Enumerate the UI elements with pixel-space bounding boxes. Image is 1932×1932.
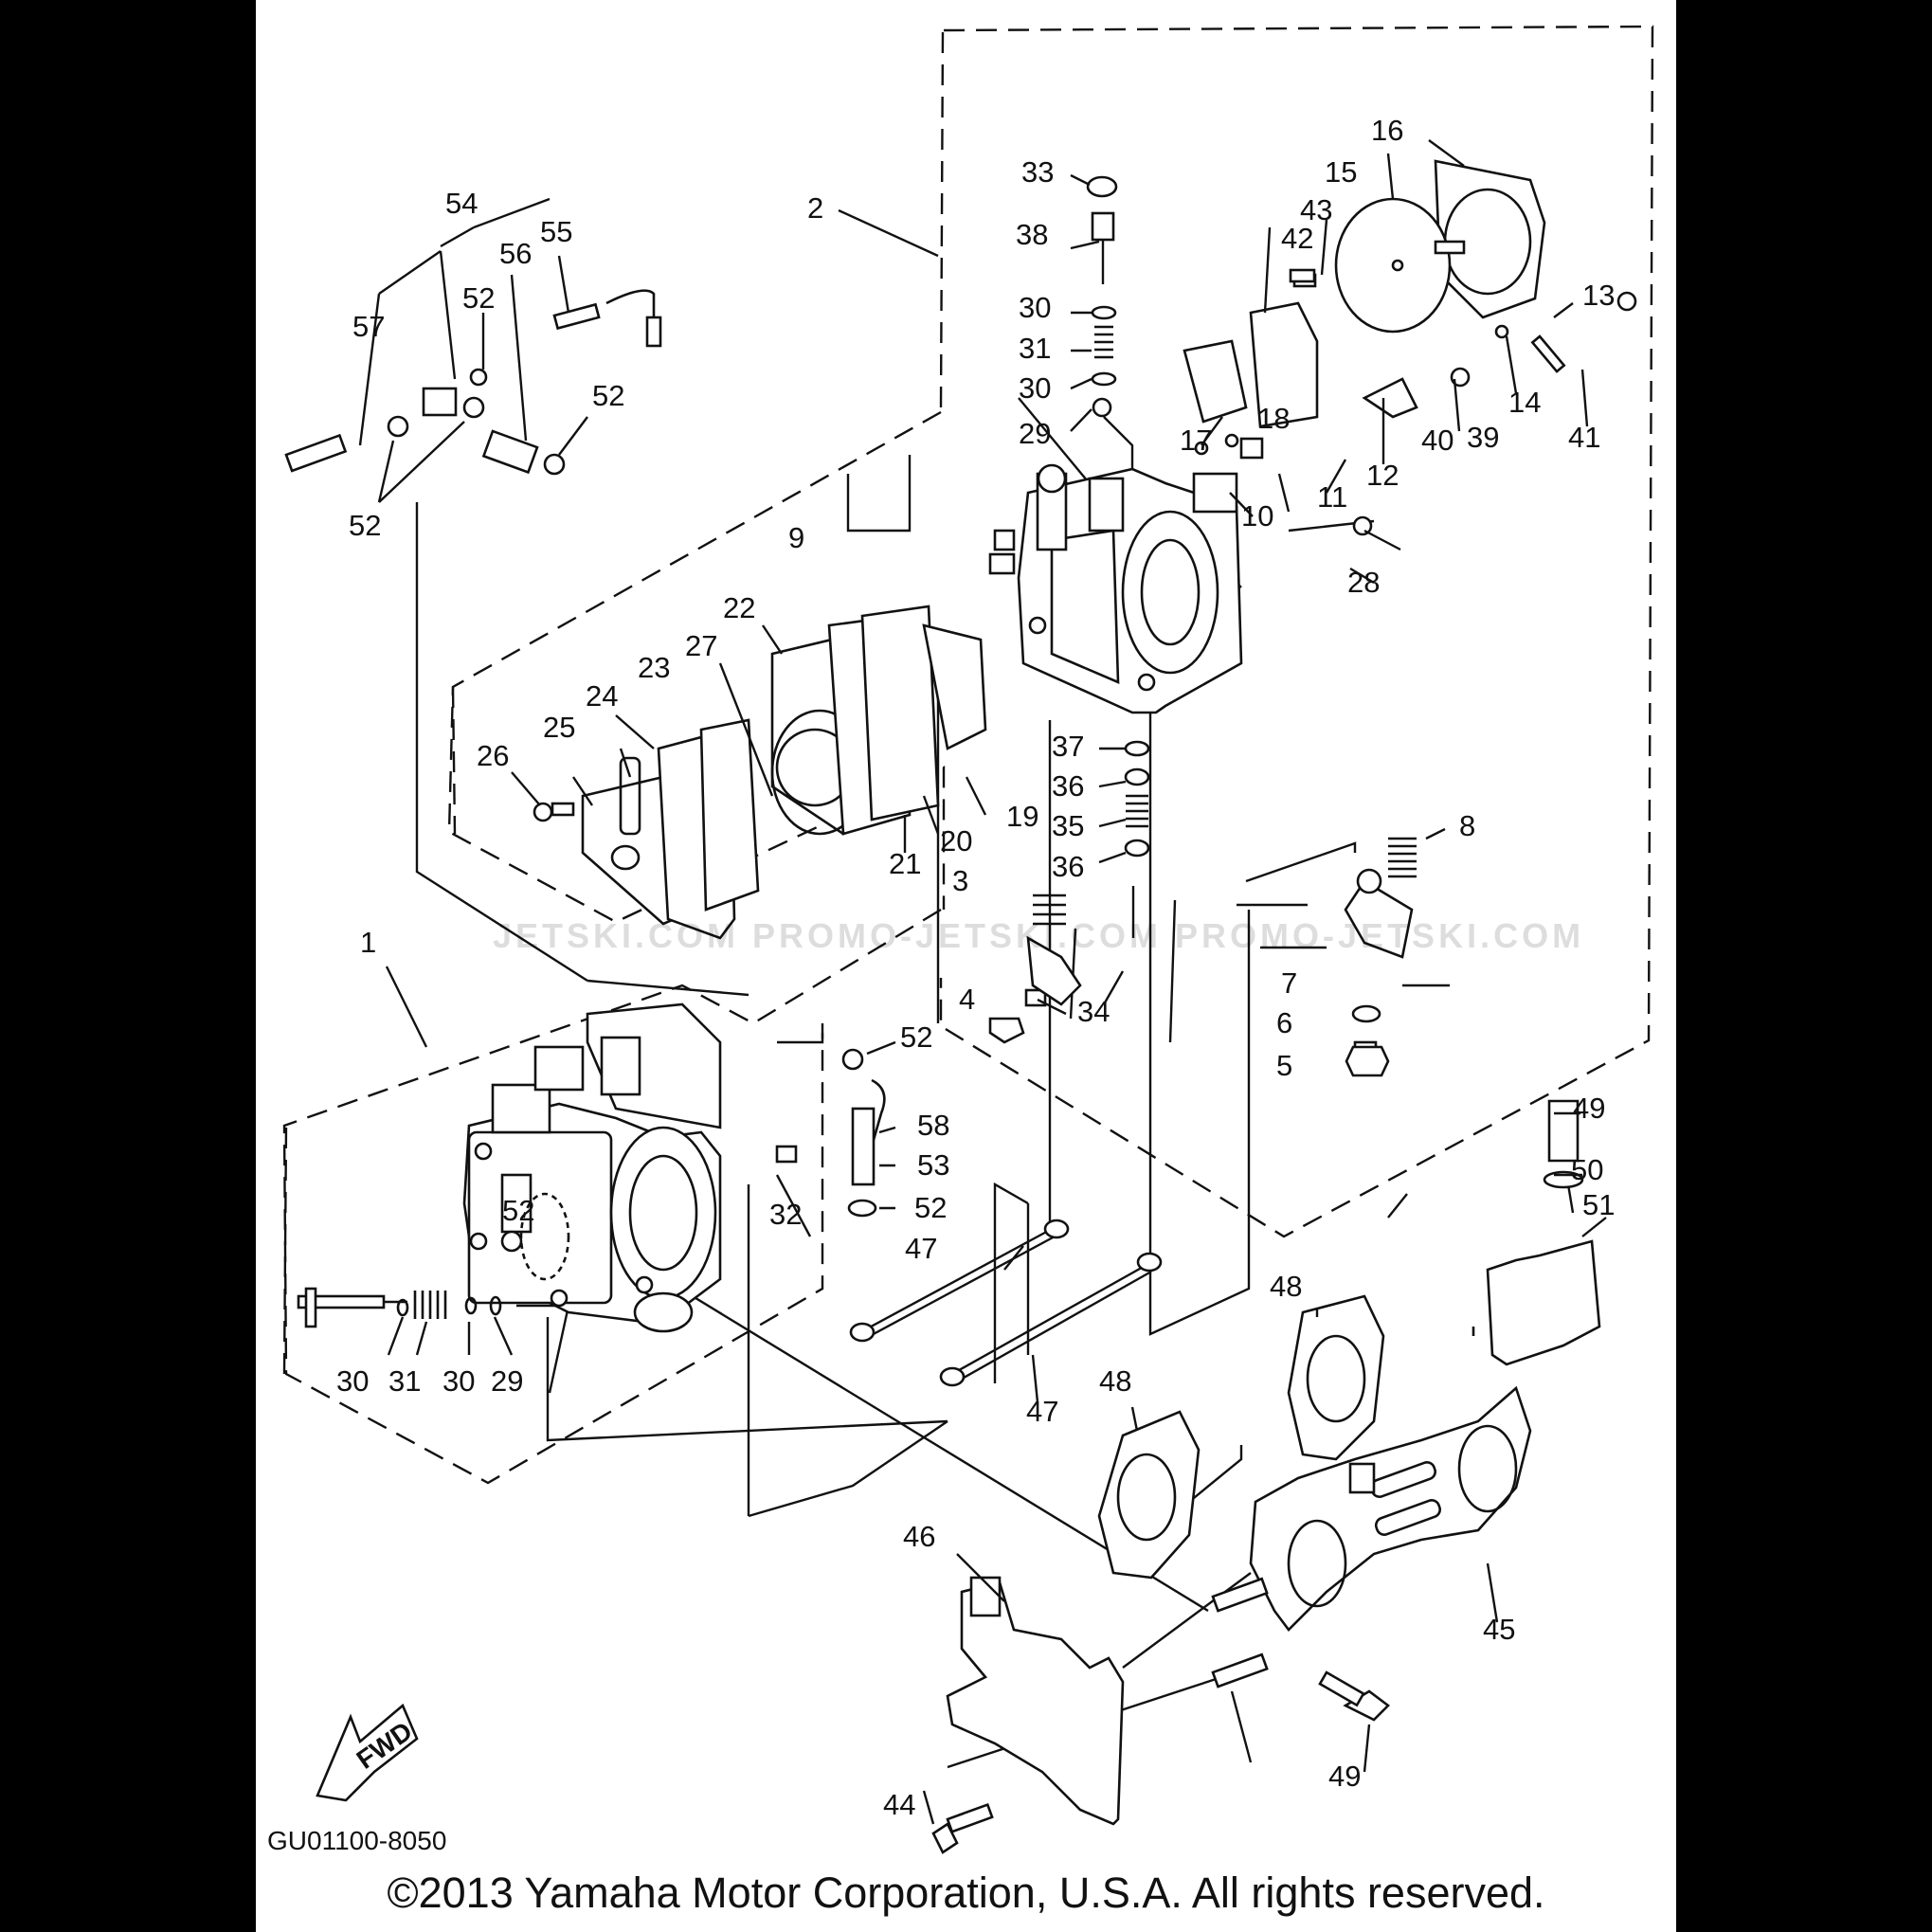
callout: 4	[959, 983, 975, 1016]
callout-labels: 1 2 3 4 5 6 7 8 9 10 11 12 13 14 15 16 1…	[336, 114, 1615, 1821]
callout: 47	[905, 1232, 937, 1265]
callout: 5	[1276, 1049, 1292, 1082]
cover-diaphragm-parts	[1183, 159, 1546, 428]
fuel-fittings-hoses	[284, 289, 886, 1218]
callout: 22	[723, 591, 755, 624]
callout: 52	[914, 1191, 947, 1224]
callout: 35	[1052, 809, 1084, 842]
fwd-arrow: FWD	[316, 1703, 419, 1802]
callout: 36	[1052, 850, 1084, 883]
callout: 26	[477, 739, 509, 772]
callout-leaders	[358, 139, 1607, 1825]
callout: 44	[883, 1788, 915, 1821]
callout: 37	[1052, 730, 1084, 763]
callout: 29	[1019, 417, 1051, 450]
watermark: JETSKI.COM PROMO-JETSKI.COM PROMO-JETSKI…	[493, 916, 1584, 955]
callout: 43	[1300, 193, 1332, 226]
callout: 56	[499, 237, 532, 270]
callout: 2	[807, 191, 823, 225]
callout: 24	[586, 679, 618, 713]
callout: 17	[1180, 424, 1212, 457]
callout: 52	[502, 1194, 534, 1227]
idle-screw-parts	[297, 1287, 502, 1328]
callout: 30	[1019, 371, 1051, 405]
callout: 30	[336, 1364, 369, 1398]
callout: 18	[1257, 402, 1290, 435]
manifold-gaskets	[1097, 1294, 1385, 1580]
callout: 6	[1276, 1006, 1292, 1039]
callout: 16	[1371, 114, 1403, 147]
carburetor-lower	[462, 1002, 722, 1333]
callout: 34	[1077, 995, 1110, 1028]
callout: 41	[1568, 421, 1600, 454]
callout: 29	[491, 1364, 523, 1398]
callout: 10	[1241, 499, 1273, 533]
callout: 52	[900, 1020, 932, 1054]
small-bolts	[1194, 240, 1637, 1189]
callout: 39	[1467, 421, 1499, 454]
callout: 20	[940, 824, 972, 858]
callout: 23	[638, 651, 670, 684]
mount-bolts	[931, 1670, 1390, 1854]
callout: 3	[952, 864, 968, 897]
callout: 48	[1270, 1270, 1302, 1303]
callout: 32	[769, 1198, 802, 1231]
callout: 1	[360, 926, 376, 959]
callout: 31	[388, 1364, 421, 1398]
callout: 8	[1459, 809, 1475, 842]
assembly-boundaries	[282, 25, 1654, 1485]
callout: 19	[1006, 800, 1038, 833]
copyright-notice: ©2013 Yamaha Motor Corporation, U.S.A. A…	[387, 1869, 1545, 1917]
callout: 30	[442, 1364, 475, 1398]
callout: 57	[352, 310, 385, 343]
fuel-pump-parts	[533, 605, 987, 940]
callout: 27	[685, 629, 717, 662]
callout: 42	[1281, 222, 1313, 255]
callout: 53	[917, 1148, 949, 1182]
callout: 7	[1281, 966, 1297, 1000]
callout: 33	[1021, 155, 1054, 189]
callout: 54	[445, 187, 478, 220]
callout: 15	[1325, 155, 1357, 189]
callout: 52	[592, 379, 624, 412]
callout: 49	[1573, 1092, 1605, 1125]
throttle-linkage	[849, 837, 1417, 1387]
brackets	[946, 1239, 1601, 1826]
callout: 38	[1016, 218, 1048, 251]
callout: 46	[903, 1520, 935, 1553]
callout: 36	[1052, 769, 1084, 803]
callout: 55	[540, 215, 572, 248]
callout: 50	[1571, 1153, 1603, 1186]
callout: 49	[1328, 1760, 1361, 1793]
callout: 11	[1317, 480, 1347, 514]
callout: 40	[1421, 424, 1454, 457]
callout: 14	[1508, 386, 1541, 419]
callout: 31	[1019, 332, 1051, 365]
callout: 13	[1582, 279, 1615, 312]
callout: 51	[1582, 1188, 1615, 1221]
callout: 48	[1099, 1364, 1131, 1398]
diagram-code: GU01100-8050	[267, 1826, 446, 1855]
carburetor-upper	[988, 463, 1243, 714]
callout: 9	[788, 521, 804, 554]
callout: 25	[543, 711, 575, 744]
callout: 52	[349, 509, 381, 542]
callout: 52	[462, 281, 495, 315]
intake-manifold	[1211, 1385, 1532, 1688]
connector-lines	[415, 397, 1575, 1769]
callout: 30	[1019, 291, 1051, 324]
callout: 45	[1483, 1613, 1515, 1646]
callout: 58	[917, 1109, 949, 1142]
callout: 47	[1026, 1395, 1058, 1428]
